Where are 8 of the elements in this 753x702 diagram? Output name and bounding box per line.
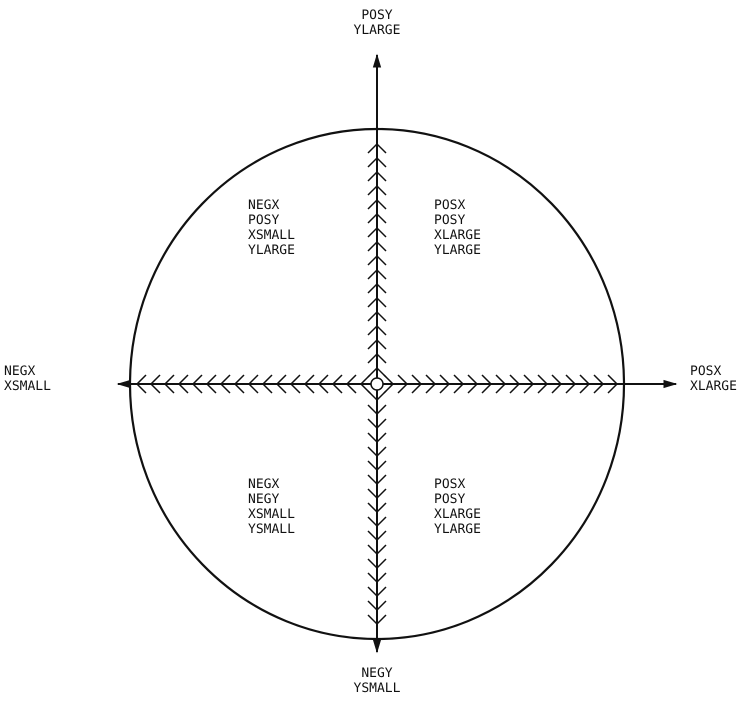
quadrant-label: POSX POSY XLARGE YLARGE: [434, 477, 481, 537]
axis-end-label: NEGX XSMALL: [4, 364, 51, 394]
axis-end-label: POSY YLARGE: [354, 8, 400, 38]
quadrant-label: NEGX POSY XSMALL YLARGE: [248, 198, 295, 258]
quadrant-label: NEGX NEGY XSMALL YSMALL: [248, 477, 295, 537]
axis-end-label: NEGY YSMALL: [354, 666, 400, 696]
axis-end-label: POSX XLARGE: [690, 364, 737, 394]
quadrant-label: POSX POSY XLARGE YLARGE: [434, 198, 481, 258]
